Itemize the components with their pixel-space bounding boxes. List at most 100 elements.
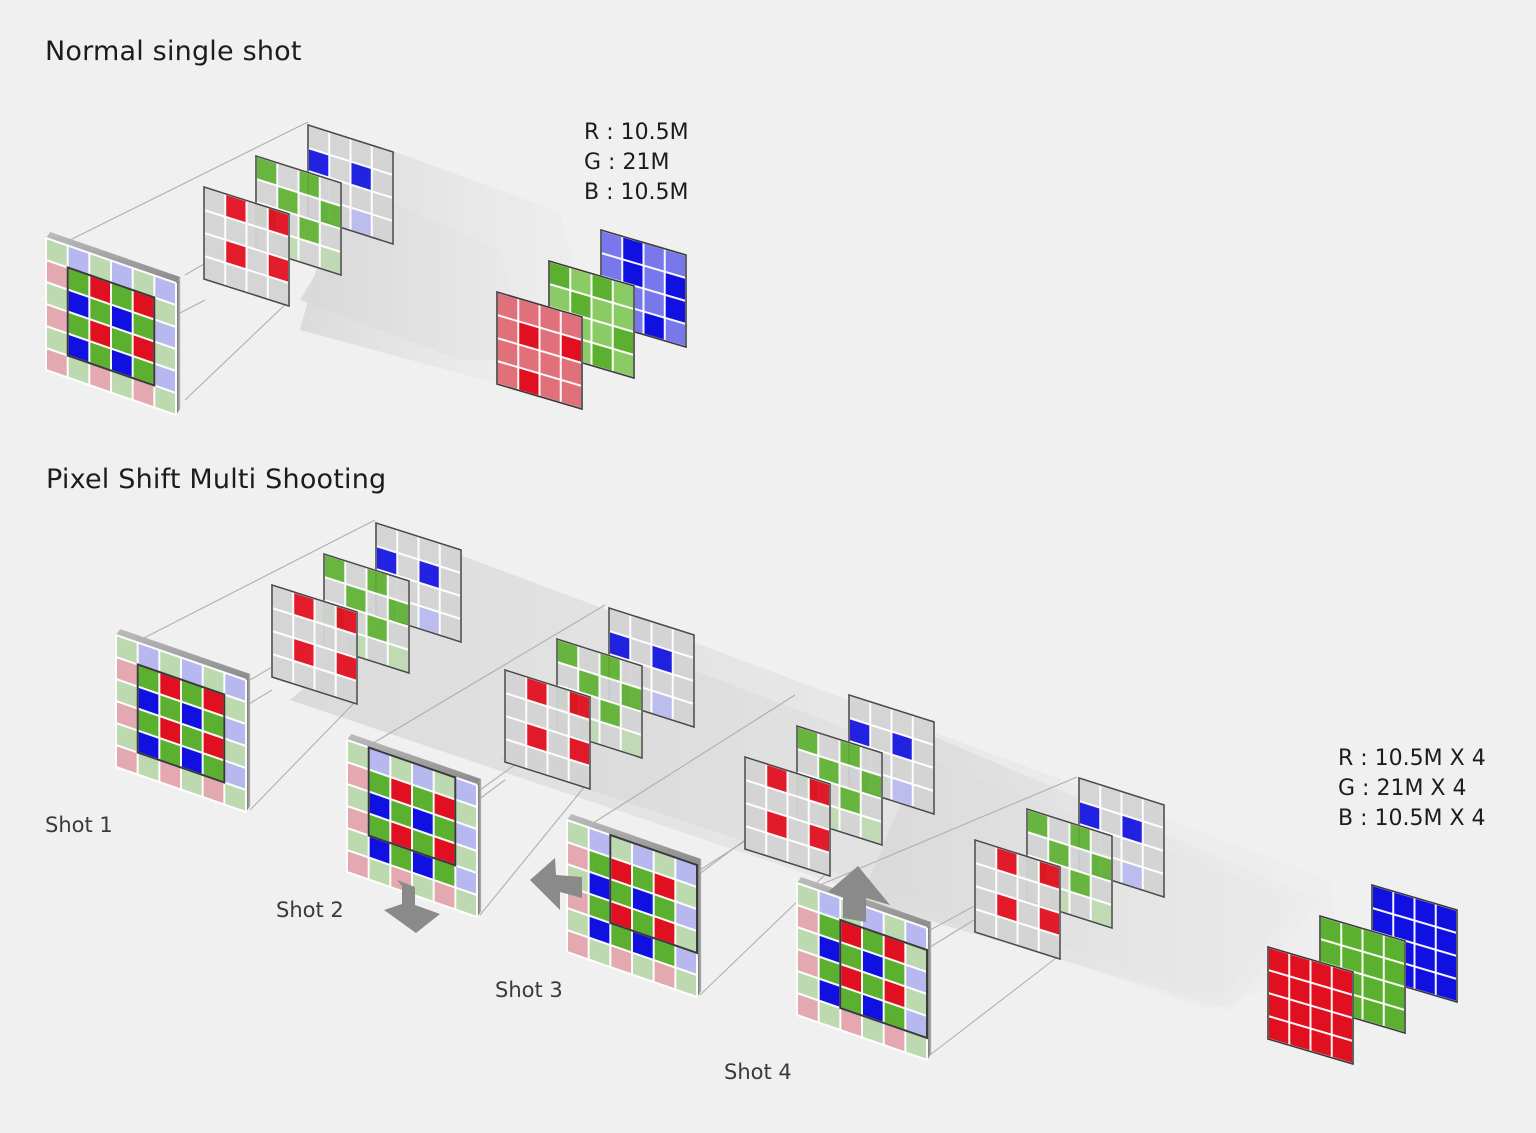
active-area-frame [609, 833, 698, 955]
sensor-cell [797, 971, 819, 1001]
sensor-cell [588, 871, 611, 901]
single-shot-bayer-green-layer [255, 154, 342, 277]
sensor-cell [132, 312, 155, 342]
sensor-cell [630, 637, 652, 668]
sensor-cell [116, 635, 138, 665]
sensor-cell [154, 341, 176, 371]
sensor-cell [975, 840, 997, 870]
sensor-cell [89, 363, 111, 393]
sensor-cell [347, 806, 369, 836]
projection-line [479, 779, 591, 916]
sensor-cell [418, 536, 440, 567]
sensor-cell [46, 326, 68, 356]
sensor-cell [319, 176, 341, 206]
grid-line [496, 314, 583, 341]
sensor-cell [1268, 993, 1290, 1023]
sensor-cell [653, 872, 676, 902]
sensor-cell [433, 792, 456, 822]
sensor-cell [350, 184, 372, 215]
sensor-cell [368, 813, 391, 843]
grid-line [600, 252, 687, 279]
sensor-cell [116, 679, 138, 709]
sensor-cell [89, 275, 111, 305]
sensor-cell [609, 608, 631, 638]
sensor-cell [905, 986, 927, 1016]
sensor-cell [578, 668, 600, 699]
sensor-cell [137, 686, 160, 716]
sensor-cell [246, 269, 268, 300]
sensor-cell [651, 621, 673, 652]
sensor-cell [567, 820, 589, 850]
sensor-cell [314, 621, 336, 652]
sensor-cell [277, 185, 299, 216]
sensor-cell [1121, 860, 1143, 891]
sensor-cell [347, 740, 369, 770]
sensor-cell [319, 245, 341, 275]
sensor-cell [1362, 974, 1384, 1004]
sensor-cell [912, 715, 934, 745]
sensor-cell [390, 799, 412, 829]
sensor-cell [390, 755, 412, 785]
sensor-cell [412, 784, 434, 814]
sensor-cell [568, 736, 590, 766]
sensor-cell [745, 780, 767, 810]
section-title-single-shot: Normal single shot [45, 36, 302, 67]
sensor-cell [390, 843, 412, 873]
sensor-cell [439, 612, 461, 642]
sensor-cell [891, 754, 913, 785]
sensor-cell [672, 651, 694, 681]
sensor-cell [653, 960, 676, 990]
grid-line [115, 634, 247, 681]
sensor-cell [912, 761, 934, 791]
grid-line [566, 863, 698, 910]
sensor-cell [570, 290, 592, 320]
sensor-cell [664, 294, 686, 324]
sensor-cell [632, 886, 654, 916]
sensor-cell [651, 667, 673, 698]
sensor-cell [839, 762, 861, 793]
sensor-cell [840, 986, 862, 1016]
sensor-cell [547, 706, 569, 737]
sensor-cell [159, 716, 181, 746]
sensor-cell [539, 327, 561, 357]
sensor-cell [568, 759, 590, 789]
sensor-cell [622, 236, 644, 266]
grid-line [1319, 938, 1406, 965]
sensor-cell [840, 1008, 862, 1038]
sensor-cell [1362, 951, 1384, 981]
grid-line [796, 970, 928, 1017]
shot-label-3: Shot 3 [495, 978, 563, 1002]
sensor-cell [1069, 822, 1091, 853]
sensor-cell [412, 872, 434, 902]
grid-line [45, 237, 177, 284]
grid-line [1267, 992, 1354, 1019]
sensor-cell [808, 777, 830, 807]
sensor-cell [1017, 922, 1039, 953]
sensor-cell [368, 835, 391, 865]
sensor-cell [1100, 807, 1122, 838]
grid-line [115, 766, 247, 813]
sensor-cell [154, 275, 176, 305]
sensor-cell [797, 726, 819, 756]
sensor-cell [860, 815, 882, 845]
sensor-cell [225, 193, 247, 224]
grid-line [1371, 907, 1458, 934]
sensor-cell [675, 967, 697, 997]
sensor-cell [132, 290, 155, 320]
sensor-cell [539, 373, 561, 403]
sensor-cell [455, 799, 477, 829]
sensor-cell [612, 348, 634, 378]
sensor-cell [905, 920, 927, 950]
sensor-cell [818, 755, 840, 786]
sensor-cell [272, 631, 294, 661]
sensor-cell [181, 723, 203, 753]
sensor-cell [1341, 945, 1363, 975]
grid-line [375, 568, 462, 597]
sensor-cell [1100, 784, 1122, 815]
sensor-cell [204, 187, 226, 217]
sensor-cell [672, 674, 694, 704]
sensor-cell [862, 971, 884, 1001]
sensor-cell [1048, 838, 1070, 869]
shot-label-1: Shot 1 [45, 813, 113, 837]
sensor-cell [862, 927, 884, 957]
